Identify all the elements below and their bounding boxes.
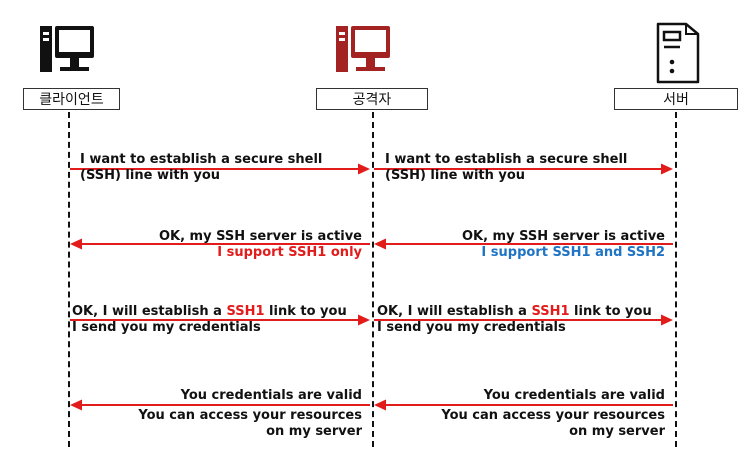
message-2-server-reply: OK, my SSH server is active I support SS… [461,229,665,260]
message-3-client: OK, I will establish a SSH1 link to you … [72,304,347,335]
client-label: 클라이언트 [23,88,120,110]
message-4-attacker-reply: You credentials are valid You can access… [138,388,362,439]
attacker-computer-icon [336,26,390,72]
message-4-server-reply: You credentials are valid You can access… [441,388,665,439]
client-computer-icon [40,26,94,72]
ssh1-highlight: SSH1 [226,304,265,319]
message-2-attacker-reply: OK, my SSH server is active I support SS… [158,229,362,260]
message-1-client: I want to establish a secure shell (SSH)… [80,152,323,183]
server-label: 서버 [614,88,738,110]
ssh1-only-text: I support SSH1 only [217,245,362,260]
message-1-attacker: I want to establish a secure shell (SSH)… [385,152,628,183]
ssh1-highlight: SSH1 [531,304,570,319]
server-lifeline [675,112,677,447]
client-lifeline [68,112,70,447]
server-tower-icon [656,22,700,84]
attacker-lifeline [372,112,374,447]
message-3-attacker: OK, I will establish a SSH1 link to you … [377,304,652,335]
ssh1-and-ssh2-text: I support SSH1 and SSH2 [481,245,665,260]
attacker-label: 공격자 [316,88,428,110]
